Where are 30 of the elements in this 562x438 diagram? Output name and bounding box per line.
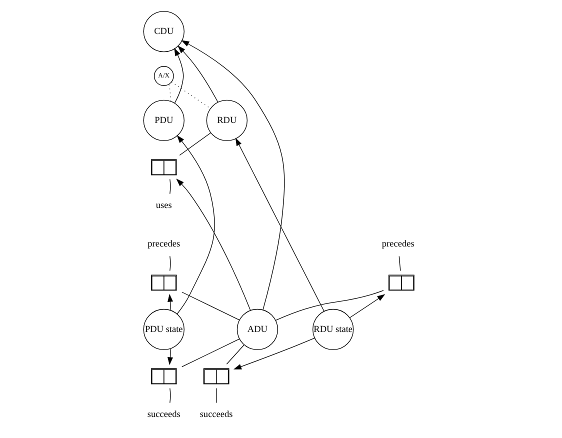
- arrow: [232, 338, 314, 370]
- connector: [168, 84, 170, 102]
- connector: [181, 338, 240, 368]
- node-circle: RDU state: [312, 308, 354, 350]
- node-circle: PDU state: [142, 308, 184, 350]
- arrow: [234, 138, 324, 312]
- node-circle: ADU: [236, 308, 278, 350]
- arrow: [174, 48, 184, 104]
- node-circle: RDU: [206, 100, 247, 142]
- node-circle: PDU: [142, 100, 184, 142]
- connector: [169, 178, 170, 194]
- node-text: precedes: [147, 240, 180, 250]
- node-text: succeeds: [199, 410, 232, 420]
- connector: [226, 344, 244, 364]
- connector: [178, 132, 211, 156]
- connector: [274, 290, 384, 321]
- node-text: uses: [155, 201, 172, 212]
- arrow: [348, 294, 385, 318]
- connector: [169, 256, 170, 272]
- node-text: succeeds: [146, 410, 180, 420]
- connector: [169, 388, 170, 404]
- arrow: [180, 40, 284, 310]
- connector: [181, 292, 240, 320]
- arrow: [177, 46, 218, 102]
- arrow: [176, 178, 250, 311]
- connector: [170, 82, 210, 109]
- arrow: [176, 135, 214, 314]
- connector: [215, 388, 216, 404]
- connector: [398, 256, 400, 272]
- node-text: precedes: [381, 240, 414, 250]
